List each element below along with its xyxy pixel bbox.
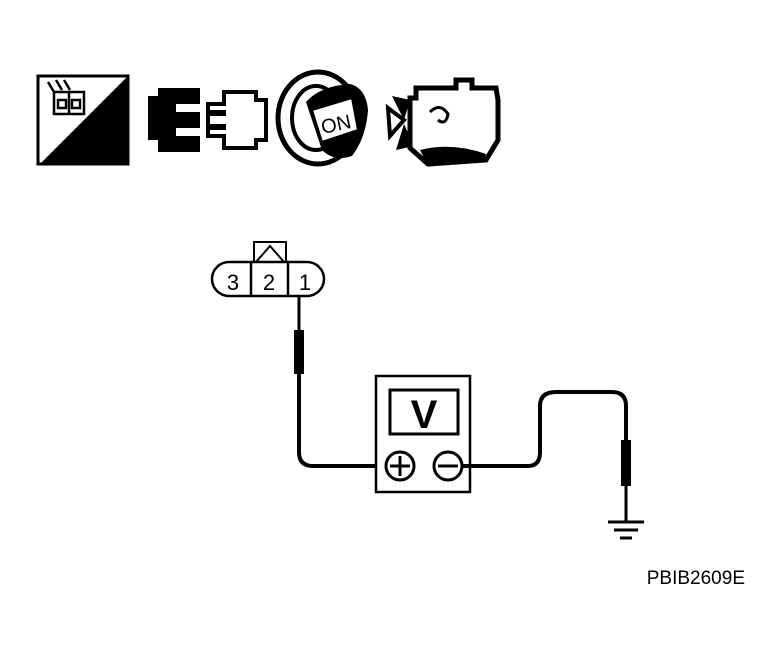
connector-glyph-icon	[46, 79, 86, 116]
reference-code: PBIB2609E	[647, 568, 745, 589]
voltmeter-label: V	[411, 393, 438, 437]
ts-badge-label: T.S.	[78, 140, 116, 165]
voltmeter: V	[374, 374, 472, 494]
positive-test-lead	[294, 296, 392, 468]
connector-pin-1: 1	[299, 270, 311, 295]
negative-test-lead	[462, 390, 631, 522]
connector-pin-2: 2	[263, 270, 275, 295]
positive-terminal-icon	[384, 450, 416, 482]
connector-pin-3: 3	[227, 270, 239, 295]
ground-icon	[608, 520, 644, 540]
disconnect-connector-icon	[148, 88, 268, 152]
engine-running-icon	[385, 77, 501, 167]
negative-terminal-icon	[432, 450, 464, 482]
ts-badge-icon: T.S.	[36, 74, 130, 166]
ignition-on-icon: ON	[275, 69, 368, 167]
harness-connector: 3 2 1	[210, 241, 326, 298]
